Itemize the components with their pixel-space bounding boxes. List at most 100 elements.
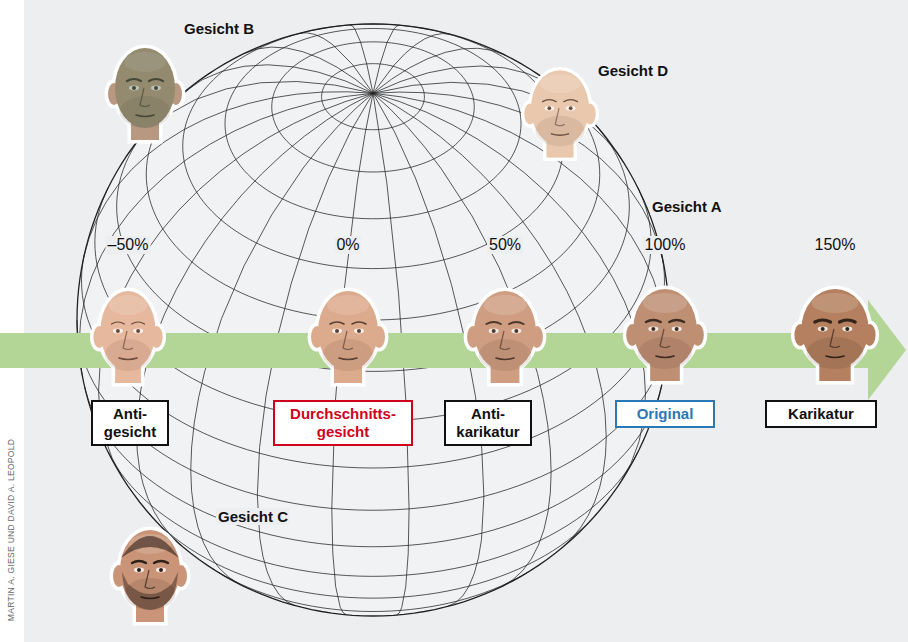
face-eye-white: [511, 329, 521, 334]
face-portrait: [626, 289, 704, 381]
face-shading: [638, 337, 692, 369]
annotation-label: –50%: [106, 236, 151, 254]
face-brow: [815, 320, 831, 322]
face-highlight: [811, 293, 858, 313]
face-eye-white: [842, 327, 852, 332]
globe-outline: [77, 24, 669, 616]
face-eye: [159, 568, 163, 572]
face-brow: [564, 100, 578, 102]
face-shading: [479, 339, 532, 371]
face-beard: [122, 572, 178, 610]
face-eye-white: [818, 327, 828, 332]
face-nose: [660, 329, 670, 348]
face-nose: [343, 331, 353, 350]
annotation-label: Gesicht C: [216, 508, 290, 525]
face-mouth: [339, 358, 357, 360]
face-shading: [105, 339, 152, 371]
face-head: [474, 291, 536, 371]
annotation-label: 50%: [487, 236, 523, 254]
face-head: [801, 289, 868, 369]
face-mouth: [119, 358, 137, 360]
face-head: [801, 289, 868, 369]
face-mouth: [496, 358, 514, 360]
face-eye: [116, 329, 120, 333]
face-head: [120, 530, 180, 610]
face-head: [120, 530, 180, 610]
label-box: Durchschnitts- gesicht: [273, 400, 413, 446]
face-eye: [514, 329, 518, 333]
background-panel: [24, 0, 908, 642]
face-highlight: [109, 295, 148, 315]
face-highlight: [540, 74, 581, 93]
face-shading: [535, 116, 584, 146]
face-head: [531, 70, 589, 146]
face-eye-white: [648, 327, 658, 332]
face-portraits: [93, 48, 875, 622]
face-brow: [154, 561, 168, 563]
box-label: Karikatur: [773, 405, 869, 423]
label-box: Anti- karikatur: [444, 400, 532, 446]
annotation-label: Gesicht B: [182, 20, 256, 37]
face-eye-white: [489, 329, 499, 334]
face-brow: [646, 320, 661, 322]
face-mouth: [551, 134, 568, 135]
face-eye-white: [156, 568, 166, 573]
face-brow: [111, 322, 124, 324]
arrow-head: [868, 300, 906, 400]
face-eye-white: [113, 329, 123, 334]
face-portrait: [108, 48, 182, 140]
face-eye: [569, 106, 573, 110]
face-head: [318, 291, 378, 371]
box-label: Anti- gesicht: [99, 405, 161, 441]
face-brow: [132, 322, 145, 324]
face-head: [115, 48, 175, 128]
face-head: [633, 289, 697, 369]
face-highlight: [483, 295, 526, 315]
face-eye: [136, 329, 140, 333]
face-portrait: [794, 289, 875, 381]
face-nose: [555, 108, 565, 126]
face-portrait: [524, 70, 595, 157]
face-portrait: [467, 291, 543, 383]
face-portrait: [311, 291, 385, 383]
box-label: Anti- karikatur: [452, 405, 524, 441]
face-portrait: [113, 530, 187, 622]
face-head: [115, 48, 175, 128]
face-eye-white: [134, 568, 144, 573]
face-eye: [357, 329, 361, 333]
face-brow: [330, 322, 344, 324]
face-shading: [806, 337, 863, 369]
face-eye: [675, 327, 679, 331]
annotation-label: 100%: [643, 236, 688, 254]
annotation-label: 150%: [813, 236, 858, 254]
face-eye: [845, 327, 849, 331]
face-eye-white: [354, 329, 364, 334]
face-tint: [115, 48, 175, 128]
face-shading: [323, 339, 374, 371]
globe-grid: [77, 24, 669, 615]
face-brow: [839, 320, 855, 322]
face-eye-white: [545, 106, 555, 111]
label-box: Anti- gesicht: [91, 400, 169, 446]
box-label: Durchschnitts- gesicht: [281, 405, 405, 441]
face-nose: [830, 329, 840, 348]
face-eye: [137, 568, 141, 572]
face-brow: [509, 322, 523, 324]
annotation-label: Gesicht D: [596, 62, 670, 79]
globe-fill: [77, 24, 669, 616]
face-nose: [145, 570, 155, 589]
face-brow: [132, 561, 146, 563]
face-nose: [500, 331, 510, 350]
face-mouth: [141, 597, 159, 599]
face-eye-white: [566, 106, 576, 111]
face-brow: [669, 320, 684, 322]
face-head: [531, 70, 589, 146]
face-brow: [486, 322, 500, 324]
face-head: [474, 291, 536, 371]
face-eye: [651, 327, 655, 331]
face-highlight: [327, 295, 369, 315]
face-space-globe: [77, 24, 669, 616]
face-hair: [121, 536, 179, 558]
face-eye-white: [332, 329, 342, 334]
